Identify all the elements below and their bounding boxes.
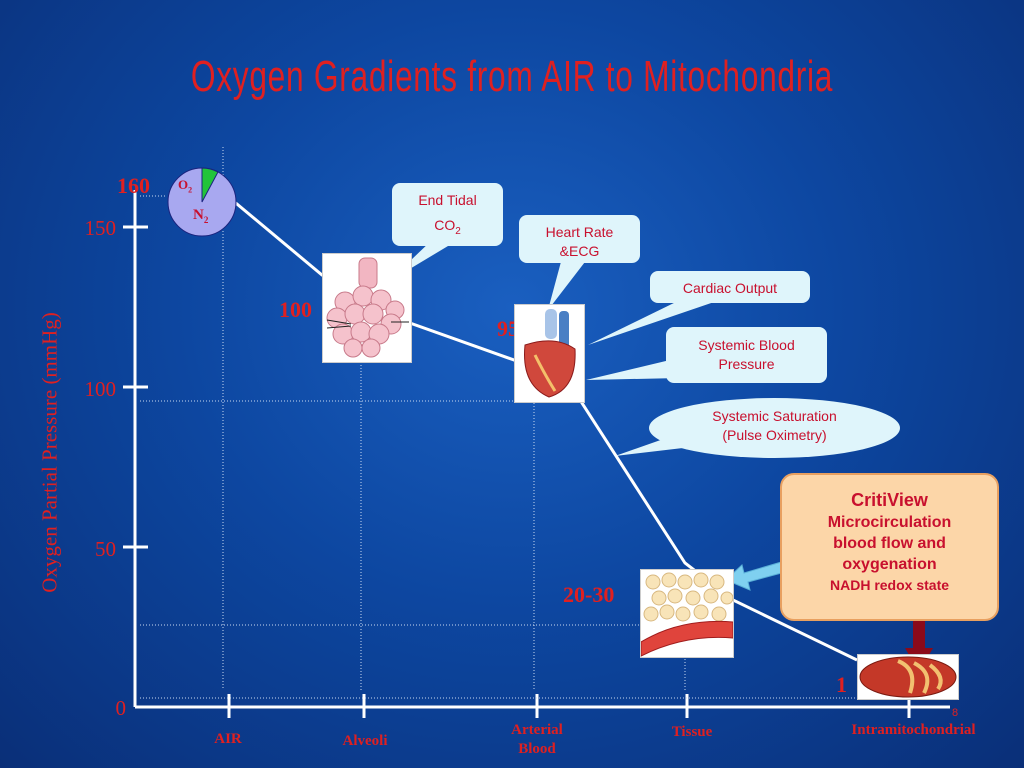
y-tick-label-150: 150: [84, 216, 117, 240]
callout-end-tidal-line1: End Tidal: [418, 192, 477, 208]
alveoli-illustration: [326, 257, 409, 358]
critiview-box: CritiView Microcirculation blood flow an…: [780, 473, 999, 621]
callout-co2-text: CO: [434, 217, 456, 233]
x-label-arterial-blood: Arterial Blood: [511, 722, 563, 757]
tissue-illustration: [640, 572, 734, 657]
pie-o2-sub: 2: [188, 185, 193, 195]
callout-systemic-sat-line1: Systemic Saturation: [712, 408, 837, 424]
value-label-alveoli: 100: [279, 297, 312, 322]
pie-o2-slice: [201, 167, 219, 203]
critiview-title: CritiView: [851, 490, 928, 510]
alveoli-image: [322, 253, 412, 363]
value-label-air: 160: [117, 173, 150, 198]
mitochondria-illustration: [859, 656, 957, 698]
callout-co2-sub: 2: [455, 225, 461, 237]
pie-n2-sub: 2: [203, 215, 209, 225]
callout-cardiac-output: Cardiac Output: [650, 271, 810, 303]
critiview-line3: oxygenation: [842, 556, 937, 573]
y-tick-label-50: 50: [95, 537, 116, 561]
callout-heart-rate: Heart Rate &ECG: [519, 215, 640, 263]
pie-o2-label: O2: [178, 177, 192, 195]
pie-o2-text: O: [178, 177, 189, 192]
x-label-air: AIR: [214, 731, 242, 747]
page-number: 8: [952, 707, 959, 719]
mitochondria-image: [857, 654, 959, 700]
value-label-arterial: 95: [497, 316, 519, 341]
slide-title: Oxygen Gradients from AIR to Mitochondri…: [190, 52, 834, 101]
pie-n2-text: N: [193, 207, 204, 223]
callout-tail-heart-rate: [548, 258, 588, 310]
x-label-alveoli: Alveoli: [342, 733, 388, 749]
callout-tail-cardiac-output: [588, 300, 720, 345]
callout-systemic-bp: Systemic Blood Pressure: [666, 327, 827, 383]
x-label-intramitochondrial: Intramitochondrial: [851, 722, 976, 738]
critiview-line2: blood flow and: [833, 535, 946, 552]
tissue-image: [640, 569, 734, 658]
callout-tail-systemic-bp: [586, 360, 680, 380]
y-tick-label-0: 0: [115, 696, 127, 720]
heart-illustration: [524, 309, 576, 398]
callout-end-tidal-line2: CO2: [392, 216, 503, 241]
callout-systemic-sat-line2: (Pulse Oximetry): [722, 427, 827, 443]
y-tick-label-100: 100: [84, 377, 117, 401]
callout-systemic-sat: Systemic Saturation (Pulse Oximetry): [649, 398, 900, 458]
heart-image: [514, 304, 585, 403]
critiview-line1: Microcirculation: [827, 514, 952, 531]
value-label-mito: 1: [836, 672, 847, 697]
pie-n2-label: N2: [193, 207, 208, 225]
x-label-tissue: Tissue: [671, 724, 713, 740]
critiview-line4: NADH redox state: [829, 577, 950, 593]
callout-end-tidal: End Tidal CO2: [392, 183, 503, 246]
value-label-tissue: 20-30: [563, 582, 615, 607]
